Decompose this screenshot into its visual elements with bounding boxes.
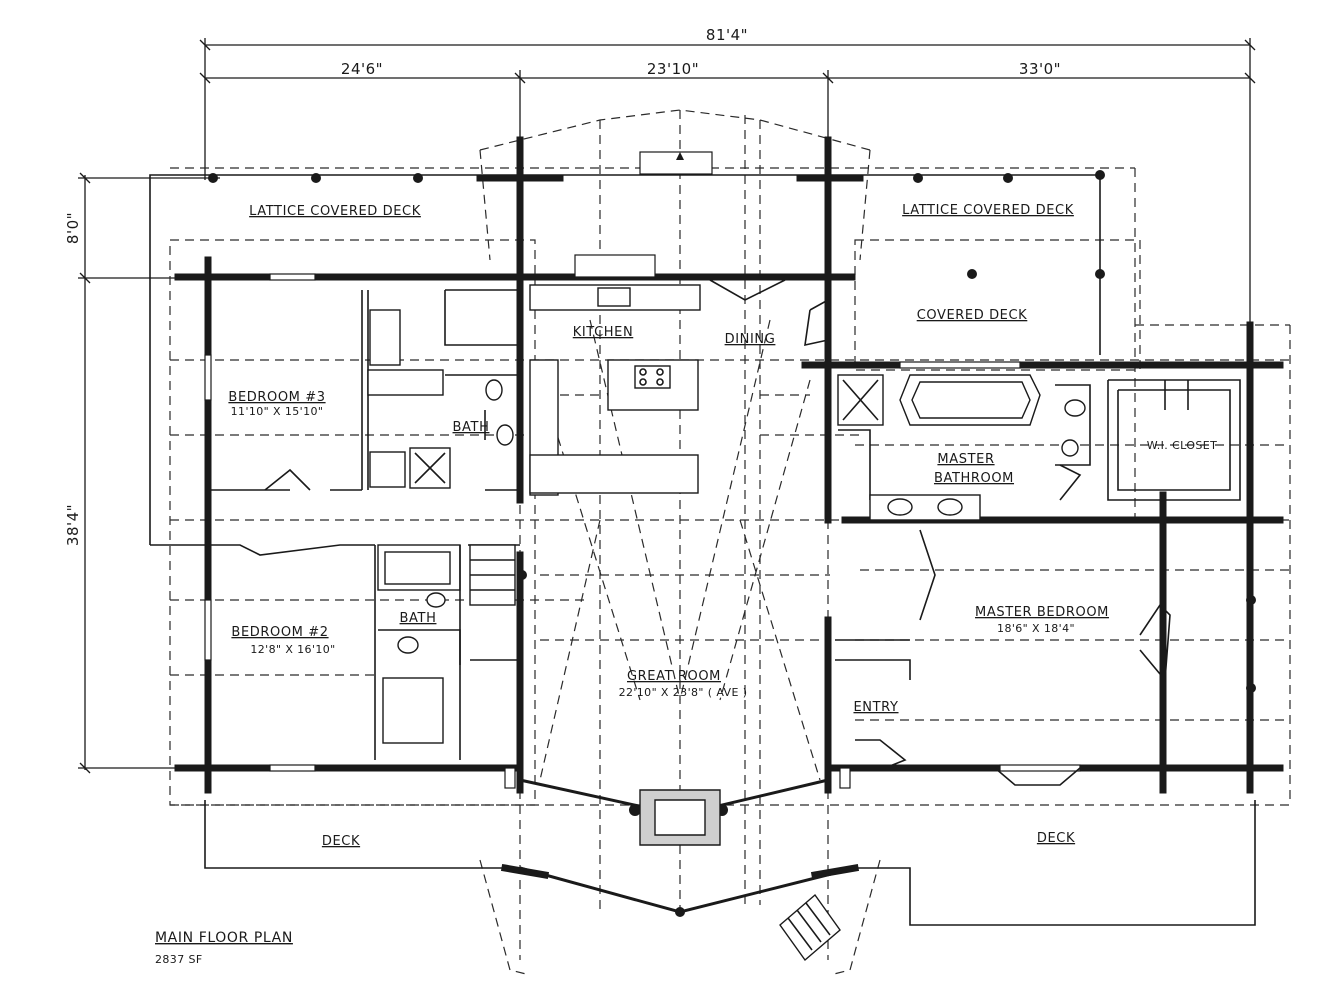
dim-overall-width: 81'4": [706, 26, 748, 44]
label-deck-right: DECK: [1037, 831, 1075, 846]
label-wi-closet: W.I. CLOSET: [1147, 439, 1217, 452]
label-covered-deck: COVERED DECK: [917, 308, 1028, 323]
label-bedroom-3: BEDROOM #3: [228, 390, 325, 405]
dim-depth-deck: 8'0": [64, 212, 82, 244]
label-lattice-deck-left: LATTICE COVERED DECK: [249, 204, 421, 219]
deck-posts: [208, 170, 1256, 917]
label-bath-upper: BATH: [453, 420, 490, 435]
label-master-bedroom-size: 18'6" X 18'4": [997, 622, 1075, 635]
label-entry: ENTRY: [853, 700, 898, 715]
room-labels: LATTICE COVERED DECK LATTICE COVERED DEC…: [228, 203, 1217, 849]
dim-segment-middle: 23'10": [647, 60, 699, 78]
label-bedroom-2: BEDROOM #2: [231, 625, 328, 640]
deck-outlines: [149, 174, 1256, 926]
label-great-room-size: 22'10" X 23'8" ( AVE ): [619, 686, 748, 699]
log-walls: [174, 136, 1284, 914]
label-master-bedroom: MASTER BEDROOM: [975, 605, 1109, 620]
label-kitchen: KITCHEN: [573, 325, 634, 340]
label-bath-lower: BATH: [400, 611, 437, 626]
label-dining: DINING: [725, 332, 776, 347]
dim-segment-left: 24'6": [341, 60, 383, 78]
label-master-bath-2: BATHROOM: [934, 471, 1014, 486]
plan-area: 2837 SF: [155, 953, 203, 966]
dim-segment-right: 33'0": [1019, 60, 1061, 78]
label-bedroom-3-size: 11'10" X 15'10": [231, 405, 324, 418]
label-master-bath-1: MASTER: [937, 452, 994, 467]
dimension-lines: [78, 38, 1256, 774]
label-lattice-deck-right: LATTICE COVERED DECK: [902, 203, 1074, 218]
plan-title: MAIN FLOOR PLAN: [155, 930, 293, 946]
label-deck-left: DECK: [322, 834, 360, 849]
windows: [204, 151, 1081, 786]
dim-depth-house: 38'4": [64, 504, 82, 546]
label-great-room: GREAT ROOM: [627, 669, 721, 684]
label-bedroom-2-size: 12'8" X 16'10": [250, 643, 335, 656]
interior-partitions: [210, 279, 1241, 962]
